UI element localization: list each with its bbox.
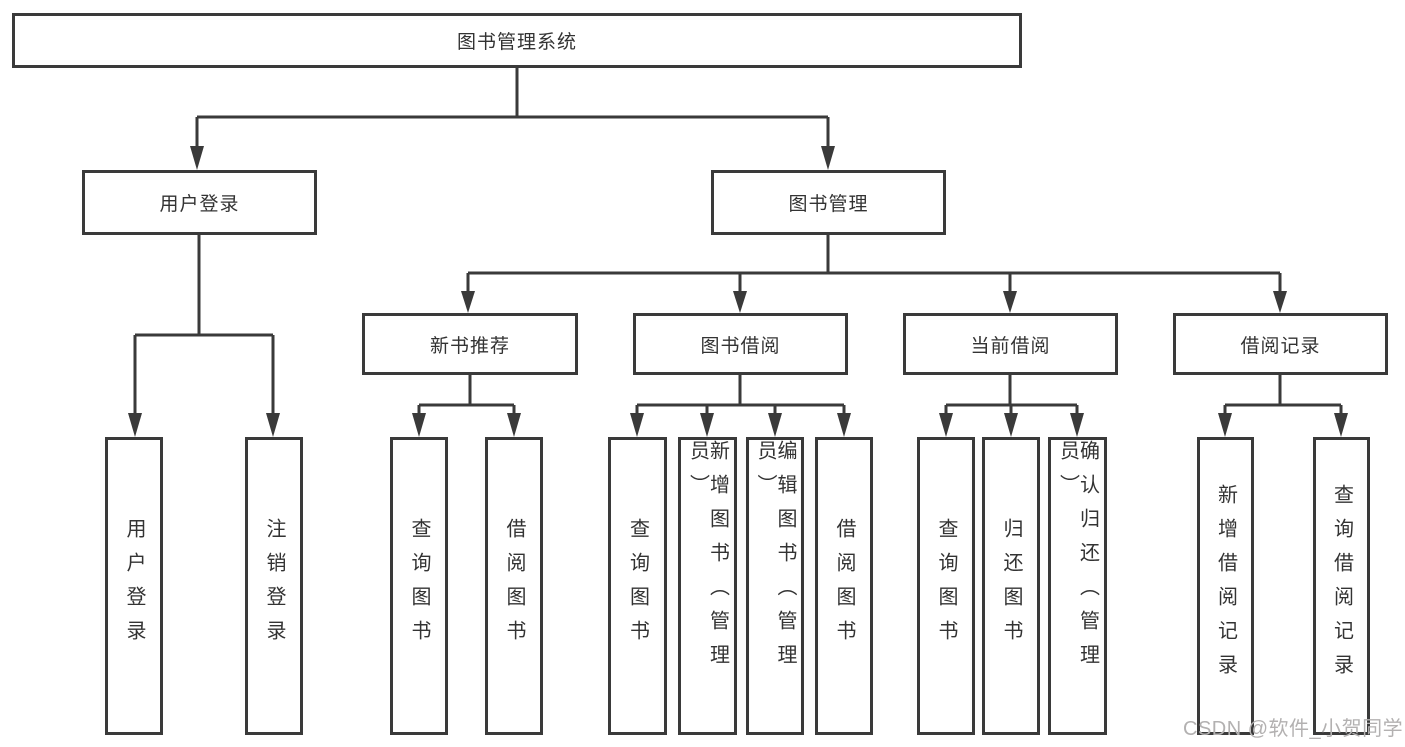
leaf-edit-book-admin: 编辑图书（管理员）: [746, 437, 804, 735]
arrow-down-icon: [461, 291, 475, 313]
node-new-book-recommendation: 新书推荐: [362, 313, 578, 375]
node-book-borrowing: 图书借阅: [633, 313, 848, 375]
node-label: 查询图书: [626, 518, 649, 654]
arrow-down-icon: [1003, 291, 1017, 313]
leaf-borrow-books: 借阅图书: [815, 437, 873, 735]
leaf-query-books-current: 查询图书: [917, 437, 975, 735]
leaf-add-borrow-record: 新增借阅记录: [1197, 437, 1254, 735]
connector-book-borrow: [635, 375, 846, 415]
node-label: 借阅图书: [833, 518, 855, 654]
leaf-query-borrow-record: 查询借阅记录: [1313, 437, 1370, 735]
arrow-down-icon: [939, 413, 953, 437]
arrow-down-icon: [1218, 413, 1232, 437]
node-label: 图书管理: [788, 194, 869, 215]
arrow-down-icon: [128, 413, 142, 437]
leaf-query-books-recommend: 查询图书: [390, 437, 448, 735]
node-label: 注销登录: [263, 518, 285, 654]
arrow-down-icon: [507, 413, 521, 437]
connector-borrow-records: [1223, 375, 1343, 415]
arrow-down-icon: [190, 146, 204, 170]
arrow-down-icon: [837, 413, 851, 437]
arrow-down-icon: [266, 413, 280, 437]
arrow-down-icon: [733, 291, 747, 313]
node-label: 查询图书: [935, 518, 957, 654]
arrow-down-icon: [1334, 413, 1348, 437]
leaf-logout: 注销登录: [245, 437, 303, 735]
node-book-management: 图书管理: [711, 170, 946, 235]
arrow-down-icon: [1070, 413, 1084, 437]
connector-user-login: [133, 235, 275, 415]
connector-current-borrow: [944, 375, 1079, 415]
connector-book-management: [466, 235, 1282, 293]
arrow-down-icon: [700, 413, 714, 437]
node-label: 查询借阅记录: [1330, 484, 1353, 688]
node-label: 归还图书: [1000, 518, 1022, 654]
node-label: 用户登录: [123, 518, 145, 654]
arrow-down-icon: [768, 413, 782, 437]
node-label: 确认归还（管理员）: [1056, 440, 1099, 678]
leaf-confirm-return-admin: 确认归还（管理员）: [1048, 437, 1107, 735]
arrow-down-icon: [630, 413, 644, 437]
node-label: 借阅图书: [503, 518, 525, 654]
arrow-down-icon: [1004, 413, 1018, 437]
connector-root: [195, 68, 830, 148]
leaf-user-login: 用户登录: [105, 437, 163, 735]
node-label: 当前借阅: [970, 335, 1051, 357]
node-label: 用户登录: [159, 194, 240, 215]
connector-new-book: [417, 375, 516, 415]
leaf-borrow-books-recommend: 借阅图书: [485, 437, 543, 735]
node-label: 借阅记录: [1240, 335, 1321, 357]
arrow-down-icon: [821, 146, 835, 170]
node-label: 图书管理系统: [456, 32, 577, 53]
node-current-borrowing: 当前借阅: [903, 313, 1118, 375]
node-label: 新书推荐: [429, 335, 510, 357]
leaf-query-books-borrow: 查询图书: [608, 437, 667, 735]
node-library-system: 图书管理系统: [12, 13, 1022, 68]
leaf-return-book: 归还图书: [982, 437, 1040, 735]
leaf-add-book-admin: 新增图书（管理员）: [678, 437, 737, 735]
node-label: 新增借阅记录: [1214, 484, 1237, 688]
arrow-down-icon: [1273, 291, 1287, 313]
node-label: 新增图书（管理员）: [686, 440, 729, 678]
node-label: 编辑图书（管理员）: [754, 440, 796, 678]
node-label: 图书借阅: [700, 335, 781, 357]
arrow-down-icon: [412, 413, 426, 437]
node-label: 查询图书: [408, 518, 430, 654]
csdn-watermark: CSDN @软件_小贺同学: [1183, 718, 1404, 740]
node-user-login-group: 用户登录: [82, 170, 317, 235]
node-borrowing-records: 借阅记录: [1173, 313, 1388, 375]
